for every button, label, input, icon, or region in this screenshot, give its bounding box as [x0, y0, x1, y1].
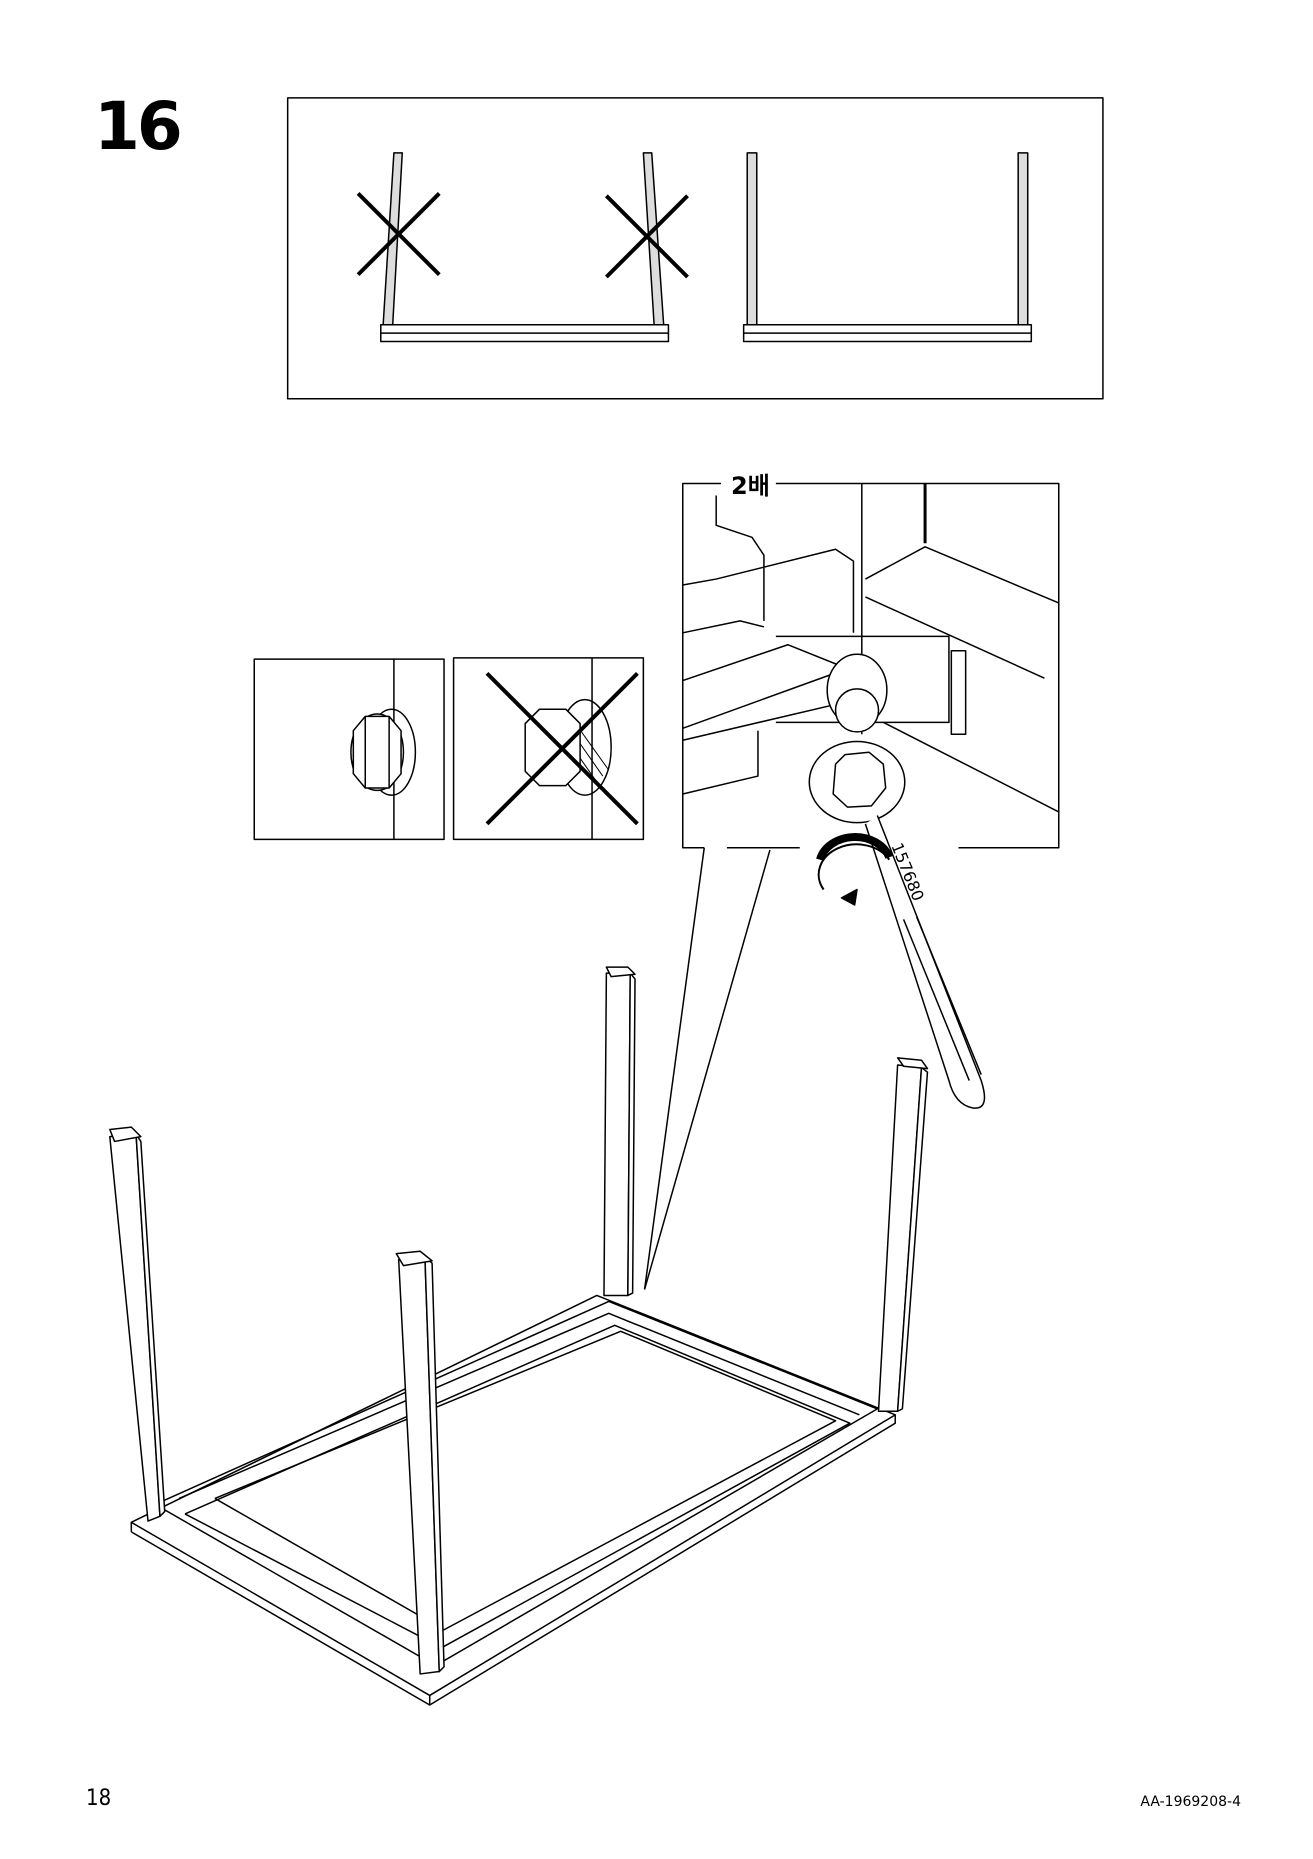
- incorrect-alignment: [358, 153, 687, 342]
- document-code: AA-1969208-4: [1140, 1794, 1241, 1810]
- step-number: 16: [94, 88, 183, 165]
- leg-alignment-panel: [288, 98, 1103, 399]
- quantity-label: 2배: [727, 466, 774, 501]
- page-number: 18: [86, 1786, 112, 1811]
- wrench-icon: [809, 741, 984, 1108]
- rotate-arrow-icon: [819, 837, 890, 905]
- wrong-cross-icon: [358, 193, 687, 277]
- wrong-cross-icon: [487, 673, 637, 823]
- tightening-detail-panel: [683, 484, 1059, 848]
- bolt-correct-panel: [254, 659, 444, 839]
- correct-alignment: [744, 153, 1032, 342]
- bolt-incorrect-panel: [454, 658, 644, 839]
- table-legs: [110, 967, 928, 1674]
- table-frame: [131, 1295, 895, 1705]
